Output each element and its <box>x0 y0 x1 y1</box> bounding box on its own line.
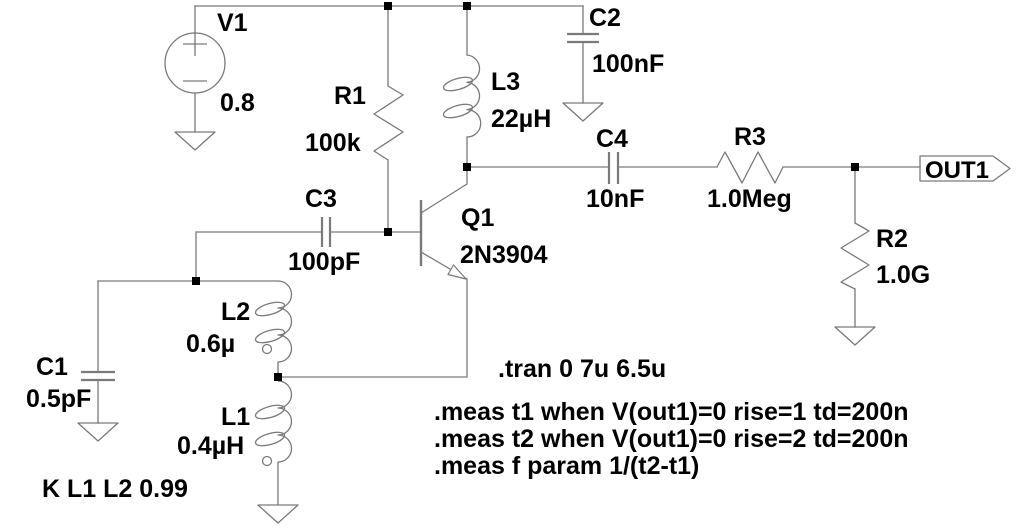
label-c2-value[interactable]: 100nF <box>592 50 664 78</box>
phase-dot <box>261 343 273 355</box>
wire-emitter[interactable] <box>277 278 468 378</box>
inductor-coil <box>466 54 482 138</box>
label-c4-name[interactable]: C4 <box>596 125 628 153</box>
resistor-body <box>373 85 404 161</box>
wire-c3-left[interactable] <box>195 231 322 282</box>
wires <box>97 5 921 424</box>
coil-loop <box>254 328 286 344</box>
component-l1[interactable] <box>254 380 293 505</box>
net-flag-label: OUT1 <box>925 157 989 184</box>
label-l3-name[interactable]: L3 <box>491 68 520 96</box>
label-l3-value[interactable]: 22µH <box>491 105 551 133</box>
ground-icon <box>77 422 119 442</box>
directive-meas-f[interactable]: .meas f param 1/(t2-t1) <box>434 452 699 480</box>
component-r3[interactable] <box>716 151 784 184</box>
label-q1-name[interactable]: Q1 <box>461 204 494 232</box>
component-l2[interactable] <box>254 280 293 373</box>
label-r1-value[interactable]: 100k <box>305 129 361 157</box>
label-r3-name[interactable]: R3 <box>734 123 766 151</box>
label-c3-value[interactable]: 100pF <box>288 248 360 276</box>
junction-dot <box>274 373 282 381</box>
component-v1[interactable] <box>164 32 226 94</box>
label-r2-value[interactable]: 1.0G <box>876 261 930 289</box>
inductor-coil <box>277 380 293 505</box>
component-r2[interactable] <box>840 222 870 290</box>
label-c1-name[interactable]: C1 <box>36 353 68 381</box>
label-l2-value[interactable]: 0.6µ <box>186 330 235 358</box>
component-l3[interactable] <box>442 54 482 138</box>
ground-icon <box>174 131 216 151</box>
component-r1[interactable] <box>373 85 404 161</box>
directive-coupling[interactable]: K L1 L2 0.99 <box>42 475 188 503</box>
coil-loop <box>442 76 474 92</box>
component-q1[interactable] <box>419 167 468 280</box>
resistor-body <box>840 222 870 290</box>
label-q1-value[interactable]: 2N3904 <box>460 241 548 269</box>
junction-dot <box>384 228 392 236</box>
coil-loop <box>442 103 474 119</box>
label-l2-name[interactable]: L2 <box>221 298 250 326</box>
label-c3-name[interactable]: C3 <box>305 185 337 213</box>
junction-dot <box>192 277 200 285</box>
label-c2-name[interactable]: C2 <box>589 4 621 32</box>
label-c1-value[interactable]: 0.5pF <box>26 385 91 413</box>
ground-icon <box>834 326 876 346</box>
label-v1-value[interactable]: 0.8 <box>220 89 255 117</box>
junction-dot <box>463 163 471 171</box>
ground-c1[interactable] <box>77 422 119 442</box>
coil-loop <box>254 301 286 317</box>
coil-loop <box>254 404 286 420</box>
ground-icon <box>257 504 299 524</box>
coil-loop <box>254 431 286 447</box>
component-c2[interactable] <box>567 32 599 44</box>
component-c4[interactable] <box>607 152 620 184</box>
label-r1-name[interactable]: R1 <box>334 82 366 110</box>
directive-tran[interactable]: .tran 0 7u 6.5u <box>498 355 666 383</box>
label-v1-name[interactable]: V1 <box>217 9 248 37</box>
inductor-coil <box>277 280 293 373</box>
collector-line <box>420 167 468 214</box>
junction-dot <box>851 163 859 171</box>
ground-r2[interactable] <box>834 326 876 346</box>
label-r2-name[interactable]: R2 <box>876 225 908 253</box>
label-c4-value[interactable]: 10nF <box>586 185 644 213</box>
ground-l1[interactable] <box>257 504 299 524</box>
resistor-body <box>716 151 784 184</box>
net-flag-out1[interactable]: OUT1 <box>919 155 1011 184</box>
phase-dot <box>261 455 273 467</box>
net-flag-shape <box>919 155 1011 182</box>
component-c3[interactable] <box>320 217 332 247</box>
label-l1-value[interactable]: 0.4µH <box>177 432 244 460</box>
component-c1[interactable] <box>81 370 115 382</box>
directive-meas-t1[interactable]: .meas t1 when V(out1)=0 rise=1 td=200n <box>434 398 909 426</box>
label-r3-value[interactable]: 1.0Meg <box>707 185 792 213</box>
emitter-arrow-icon <box>447 264 467 280</box>
junction-dots <box>192 2 859 381</box>
junction-dot <box>384 2 392 10</box>
ground-c2[interactable] <box>562 102 604 122</box>
label-l1-name[interactable]: L1 <box>221 403 250 431</box>
directive-meas-t2[interactable]: .meas t2 when V(out1)=0 rise=2 td=200n <box>434 425 909 453</box>
ground-icon <box>562 102 604 122</box>
plus-icon <box>183 32 207 56</box>
ground-v1[interactable] <box>174 131 216 151</box>
junction-dot <box>463 2 471 10</box>
